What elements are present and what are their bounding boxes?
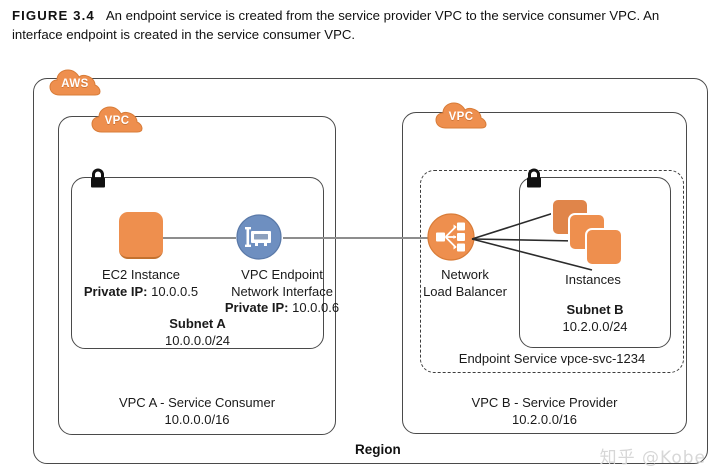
endpoint-service-label: Endpoint Service vpce-svc-1234 bbox=[458, 351, 646, 366]
subnet-b-name: Subnet B bbox=[566, 302, 624, 317]
nic-ip-line: Private IP: 10.0.0.6 bbox=[186, 300, 378, 317]
network-load-balancer-icon bbox=[427, 213, 475, 261]
watermark: 知乎 @Kobe bbox=[599, 448, 706, 468]
cloud-icon bbox=[435, 102, 487, 129]
network-load-balancer-label: Network Load Balancer bbox=[410, 267, 520, 300]
nic-ip-label: Private IP: bbox=[224, 300, 289, 315]
vpc-b-boundary bbox=[402, 112, 687, 434]
vpc-b-cloud-tag: VPC bbox=[434, 100, 488, 130]
instance-icon bbox=[585, 228, 623, 266]
subnet-b-label: Subnet B 10.2.0.0/24 bbox=[519, 302, 671, 335]
nic-name-line-1: VPC Endpoint bbox=[241, 267, 323, 282]
vpc-b-cloud-label: VPC bbox=[448, 111, 474, 123]
nlb-name-line-1: Network bbox=[441, 267, 489, 282]
subnet-b-lock-icon bbox=[524, 167, 544, 191]
vpc-a-boundary bbox=[58, 116, 336, 435]
cloud-icon bbox=[49, 69, 101, 96]
load-balancer-to-instances-connectors bbox=[471, 210, 593, 271]
ec2-instance-label: EC2 Instance Private IP: 10.0.0.5 bbox=[36, 267, 246, 300]
subnet-a-name: Subnet A bbox=[169, 316, 226, 331]
vpc-a-cloud-label: VPC bbox=[104, 115, 130, 127]
aws-cloud-tag: AWS bbox=[48, 67, 102, 97]
nlb-name-line-2: Load Balancer bbox=[423, 283, 507, 299]
subnet-a-boundary bbox=[71, 177, 324, 349]
subnet-a-lock-icon bbox=[88, 167, 108, 191]
region-boundary bbox=[33, 78, 708, 464]
endpoint-service-boundary bbox=[420, 170, 684, 373]
vpc-a-name: VPC A - Service Consumer bbox=[118, 395, 276, 410]
vpc-a-label: VPC A - Service Consumer 10.0.0.0/16 bbox=[58, 395, 336, 428]
wire-nic-to-load-balancer bbox=[283, 237, 433, 239]
vpc-a-cidr: 10.0.0.0/16 bbox=[164, 411, 230, 427]
instances-label: Instances bbox=[532, 272, 654, 289]
ec2-instance-name: EC2 Instance bbox=[101, 267, 181, 282]
vpc-b-label: VPC B - Service Provider 10.2.0.0/16 bbox=[402, 395, 687, 428]
subnet-a-label: Subnet A 10.0.0.0/24 bbox=[71, 316, 324, 349]
vpc-b-cidr: 10.2.0.0/16 bbox=[511, 411, 578, 427]
ec2-instance-icon bbox=[119, 212, 163, 259]
aws-cloud-label: AWS bbox=[61, 78, 89, 90]
wire-ec2-to-nic bbox=[156, 237, 236, 239]
instances-name: Instances bbox=[565, 272, 621, 287]
subnet-b-cidr: 10.2.0.0/24 bbox=[562, 318, 628, 334]
ec2-ip-label: Private IP: bbox=[83, 283, 148, 299]
instances-stack-icon bbox=[551, 198, 625, 270]
ec2-ip-value: 10.0.0.5 bbox=[151, 283, 199, 299]
nic-name-line-2: Network Interface bbox=[231, 283, 333, 299]
subnet-a-cidr: 10.0.0.0/24 bbox=[164, 332, 231, 348]
vpc-a-cloud-tag: VPC bbox=[90, 104, 144, 134]
region-label: Region bbox=[355, 442, 401, 457]
ec2-instance-ip-line: Private IP: 10.0.0.5 bbox=[36, 284, 246, 301]
nic-ip-value: 10.0.0.6 bbox=[292, 300, 340, 315]
vpc-endpoint-network-interface-icon bbox=[236, 214, 282, 260]
figure-caption-text: An endpoint service is created from the … bbox=[12, 8, 660, 42]
figure-number: FIGURE 3.4 bbox=[12, 8, 95, 23]
vpc-b-name: VPC B - Service Provider bbox=[471, 395, 618, 410]
cloud-icon bbox=[91, 106, 143, 133]
subnet-b-boundary bbox=[519, 177, 671, 348]
vpc-endpoint-nic-label: VPC Endpoint Network Interface Private I… bbox=[186, 267, 378, 317]
